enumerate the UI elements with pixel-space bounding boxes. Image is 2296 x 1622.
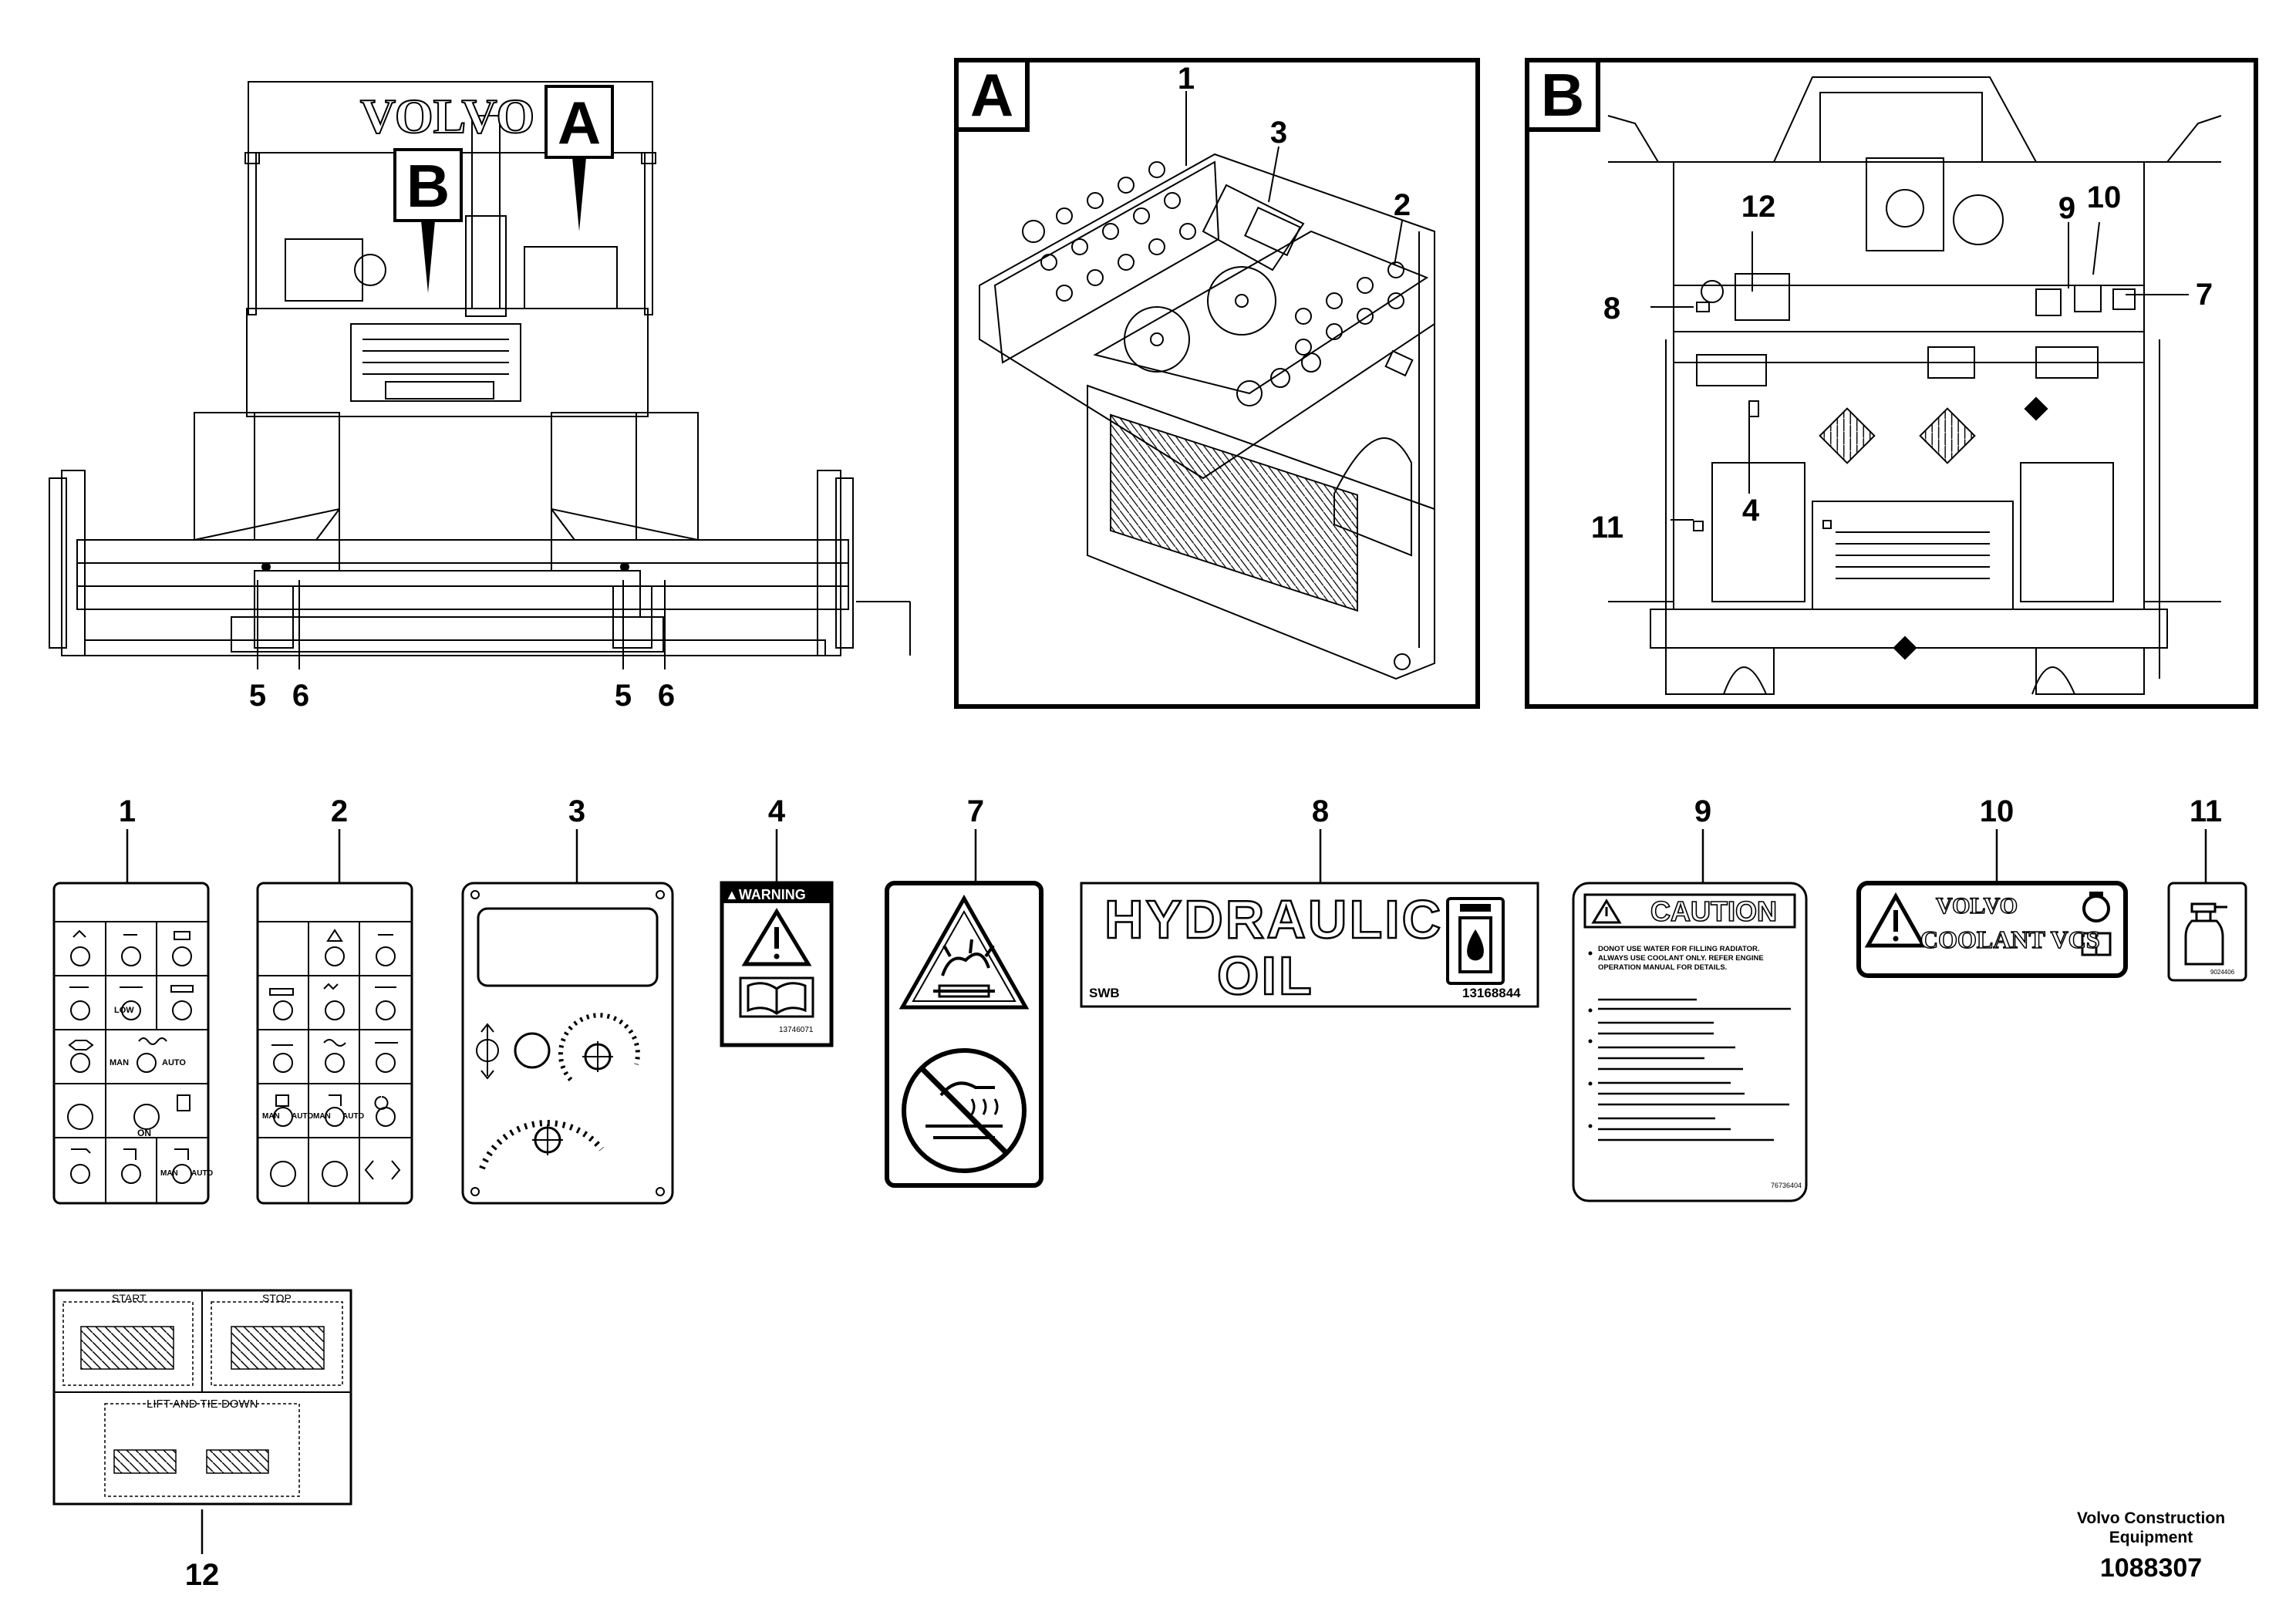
decal-8-left-code: SWB bbox=[1089, 986, 1120, 1000]
detail-b-item-4: 4 bbox=[1741, 494, 1760, 528]
decal-10-coolant bbox=[1856, 881, 2128, 978]
detail-b-item-12: 12 bbox=[1741, 190, 1776, 224]
decal-3-dial-panel bbox=[461, 882, 674, 1205]
callout-b: B bbox=[406, 152, 450, 220]
company-line-1: Volvo Construction bbox=[2076, 1509, 2226, 1527]
decal-11-code: 9024406 bbox=[2210, 969, 2235, 976]
detail-b-rear-view bbox=[1607, 76, 2222, 695]
decal-12-start-stop-lift bbox=[52, 1289, 352, 1506]
decal-2-label-man-1: MAN bbox=[262, 1112, 280, 1121]
detail-b-item-11: 11 bbox=[1590, 511, 1624, 545]
item-5-right: 5 bbox=[614, 679, 632, 713]
detail-b-letter: B bbox=[1540, 61, 1585, 129]
detail-a-letter: A bbox=[969, 61, 1014, 129]
decal-8-line2: OIL bbox=[1216, 945, 1314, 1007]
company-line-2: Equipment bbox=[2109, 1529, 2193, 1547]
decal-9-header: CAUTION bbox=[1650, 895, 1778, 928]
decal-9-caution bbox=[1572, 882, 1808, 1202]
decal-number-4: 4 bbox=[767, 794, 786, 828]
decal-7-hot-surface-warning bbox=[885, 881, 1043, 1188]
detail-b-item-9: 9 bbox=[2058, 191, 2076, 225]
decal-1-label-auto-2: AUTO bbox=[191, 1169, 214, 1178]
detail-a-item-1: 1 bbox=[1177, 62, 1195, 96]
decal-number-10: 10 bbox=[1979, 794, 2014, 828]
detail-b-item-10: 10 bbox=[2086, 180, 2122, 214]
decal-12-lift: LIFT AND TIE DOWN bbox=[147, 1398, 258, 1411]
decal-8-right-code: 13168844 bbox=[1462, 986, 1521, 1000]
decal-10-line2: COOLANT VCS bbox=[1920, 925, 2100, 954]
decal-8-hydraulic-oil bbox=[1080, 882, 1539, 1008]
decal-number-9: 9 bbox=[1694, 794, 1712, 828]
detail-b-item-8: 8 bbox=[1603, 292, 1621, 325]
paver-front-view bbox=[49, 81, 911, 656]
decal-4-warning-manual bbox=[720, 881, 834, 1047]
decal-10-line1: VOLVO bbox=[1935, 892, 2018, 919]
brand-text: VOLVO bbox=[360, 89, 534, 143]
decal-1-label-low: LOW bbox=[114, 1006, 134, 1015]
decal-1-switch-panel bbox=[52, 882, 210, 1205]
decal-number-12: 12 bbox=[184, 1558, 220, 1592]
decal-2-label-auto-1: AUTO bbox=[292, 1112, 314, 1121]
decal-number-7: 7 bbox=[966, 794, 985, 828]
decal-4-warning-header: ▲WARNING bbox=[725, 887, 806, 902]
decal-1-label-auto-1: AUTO bbox=[162, 1058, 186, 1067]
decal-2-label-man-2: MAN bbox=[313, 1112, 331, 1121]
detail-a-console bbox=[979, 153, 1435, 680]
decal-4-code: 13746071 bbox=[779, 1026, 814, 1034]
decal-1-label-man-1: MAN bbox=[110, 1058, 130, 1067]
decal-1-label-on: ON bbox=[137, 1128, 151, 1138]
decal-12-stop: STOP bbox=[262, 1292, 292, 1304]
decal-1-label-man-2: MAN bbox=[160, 1169, 178, 1178]
detail-b-item-7: 7 bbox=[2195, 278, 2213, 312]
decal-11-coolant-bottle bbox=[2167, 882, 2247, 982]
decal-2-label-auto-2: AUTO bbox=[342, 1112, 365, 1121]
decal-9-english: DONOT USE WATER FOR FILLING RADIATOR. AL… bbox=[1598, 945, 1764, 972]
item-6-right: 6 bbox=[657, 679, 676, 713]
decal-2-switch-panel bbox=[256, 882, 413, 1205]
footer: Volvo Construction Equipment 1088307 bbox=[2074, 1509, 2228, 1583]
decal-number-8: 8 bbox=[1311, 794, 1330, 828]
item-5-left: 5 bbox=[248, 679, 267, 713]
detail-a-item-2: 2 bbox=[1393, 188, 1411, 222]
decal-number-1: 1 bbox=[118, 794, 137, 828]
item-6-left: 6 bbox=[292, 679, 310, 713]
callout-a: A bbox=[557, 89, 602, 157]
decal-12-start: START bbox=[112, 1292, 147, 1304]
decal-number-2: 2 bbox=[330, 794, 349, 828]
document-number: 1088307 bbox=[2099, 1553, 2203, 1583]
decal-number-3: 3 bbox=[568, 794, 586, 828]
decal-9-code: 76736404 bbox=[1771, 1182, 1802, 1189]
decal-8-line1: HYDRAULIC bbox=[1104, 889, 1444, 951]
decal-number-11: 11 bbox=[2189, 794, 2223, 828]
detail-a-item-3: 3 bbox=[1269, 116, 1288, 150]
